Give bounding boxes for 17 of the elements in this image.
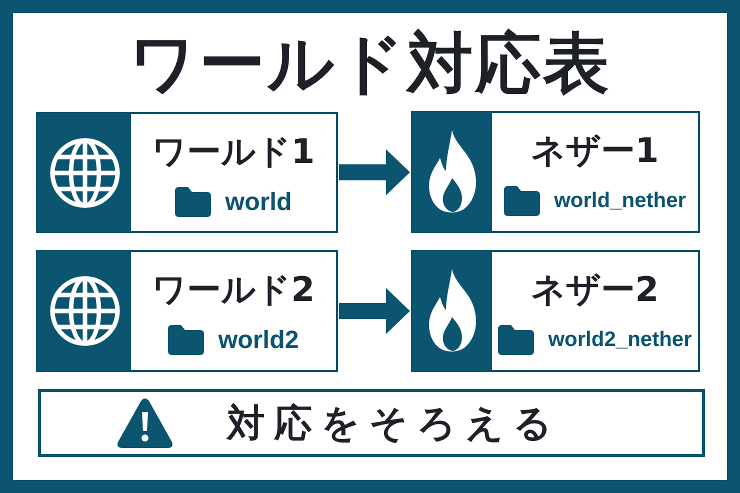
folder-name: world — [225, 187, 292, 217]
title: ワールド対応表 — [128, 24, 612, 104]
folder-name: world_nether — [554, 188, 686, 214]
card-title: ワールド2 — [151, 270, 316, 310]
note-text: 対応をそろえる — [227, 400, 561, 447]
arrow — [339, 288, 410, 334]
folder-name: world2_nether — [548, 327, 692, 353]
card — [36, 112, 338, 233]
card-title: ネザー1 — [530, 131, 660, 171]
folder-name: world2 — [218, 325, 299, 355]
card — [411, 111, 700, 233]
card — [36, 250, 338, 372]
card — [411, 250, 700, 372]
note-box — [38, 389, 705, 457]
card-title: ネザー2 — [530, 270, 660, 310]
arrow — [339, 149, 410, 196]
card-title: ワールド1 — [151, 132, 316, 172]
